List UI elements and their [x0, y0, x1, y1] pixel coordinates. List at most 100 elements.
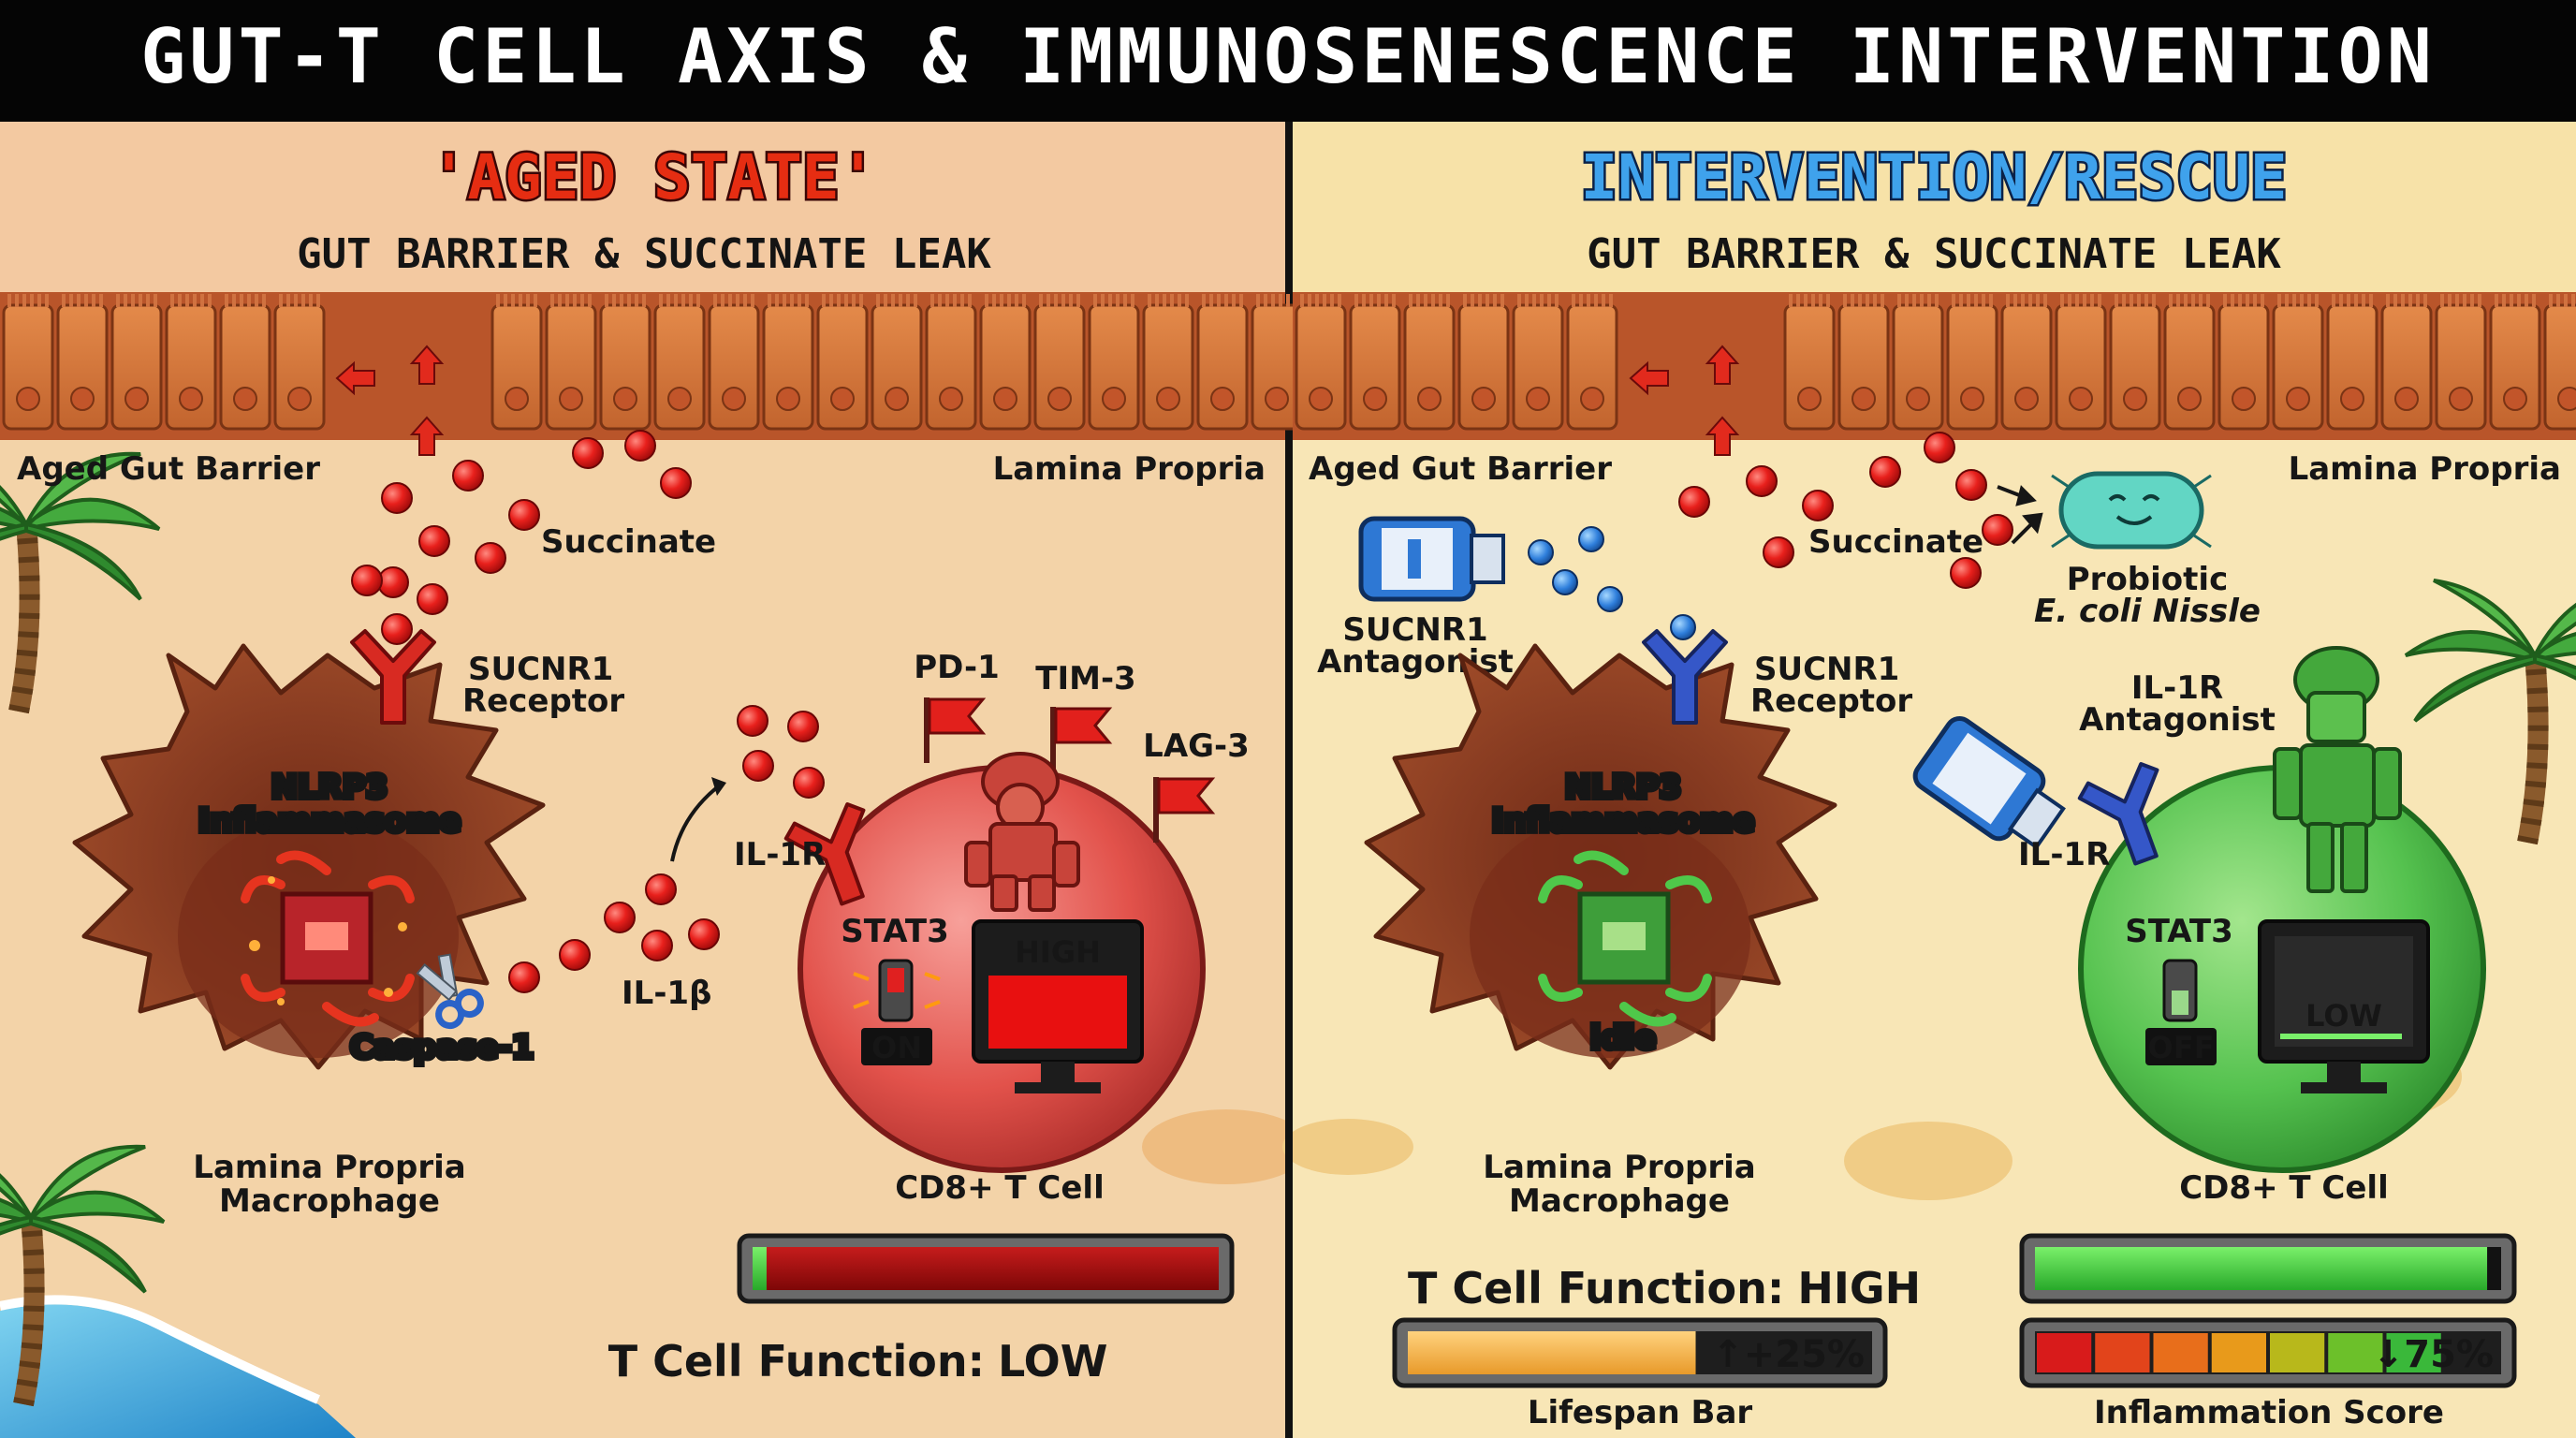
- inflammasome-chip-icon: [241, 850, 415, 1027]
- switch-icon: [2145, 959, 2217, 1065]
- succinate-molecule-icon: [660, 467, 692, 499]
- succinate-molecule-icon: [351, 565, 383, 596]
- il1r-label: IL-1R: [2018, 836, 2110, 873]
- epithelial-cell-icon: [1457, 294, 1510, 431]
- epithelial-cell-icon: [490, 294, 543, 431]
- antagonist-molecule-icon: [1578, 526, 1604, 552]
- antagonist1-label-line1: SUCNR1: [1342, 611, 1487, 649]
- epithelial-cell-icon: [871, 294, 923, 431]
- succinate-label: Succinate: [1808, 523, 1983, 561]
- tcell-function-bar: [737, 1233, 1235, 1304]
- dune-icon: [1282, 1119, 1413, 1175]
- epithelial-cell-icon: [1512, 294, 1564, 431]
- monitor-value: LOW: [2305, 998, 2382, 1034]
- antagonist-molecule-icon: [1528, 539, 1554, 565]
- soldier-icon: [2273, 646, 2402, 893]
- epithelial-cell-icon: [1783, 294, 1836, 431]
- soldier-icon: [964, 752, 1080, 912]
- monitor-icon: [2258, 919, 2430, 1093]
- drug-bottle-icon: [1358, 516, 1505, 602]
- epithelial-cell-icon: [1295, 294, 1347, 431]
- inflammation-segment: [2153, 1333, 2208, 1372]
- il1b-molecule-icon: [737, 705, 768, 737]
- inflammation-segment: [2444, 1333, 2499, 1372]
- il1r-label: IL-1R: [734, 836, 826, 873]
- epithelial-cell-icon: [2543, 294, 2576, 431]
- panel-divider: [1285, 122, 1293, 1438]
- epithelial-cell-icon: [273, 294, 326, 431]
- aged-state-subheading: GUT BARRIER & SUCCINATE LEAK: [297, 230, 991, 278]
- lifespan-change: ↑+25%: [1712, 1333, 1865, 1376]
- lamina-propria-label: Lamina Propria: [2289, 450, 2561, 488]
- tcell-function-value: LOW: [998, 1336, 1108, 1387]
- epithelial-cell-icon: [2, 294, 54, 431]
- succinate-molecule-icon: [381, 613, 413, 645]
- inflammasome-chip-icon: [1538, 850, 1712, 1027]
- epithelial-cell-icon: [2055, 294, 2107, 431]
- aged-gut-barrier: [0, 292, 1303, 440]
- il1b-molecule-icon: [787, 711, 819, 742]
- tcell-label: CD8+ T Cell: [895, 1169, 1105, 1207]
- succinate-molecule-icon: [452, 460, 484, 492]
- rescue-subheading: GUT BARRIER & SUCCINATE LEAK: [1587, 230, 2281, 278]
- epithelial-cell-icon: [925, 294, 977, 431]
- epithelial-cell-icon: [2217, 294, 2270, 431]
- epithelial-cell-icon: [1837, 294, 1890, 431]
- caspase-label: Caspase-1: [350, 1029, 534, 1066]
- stat3-switch-state: OFF: [2148, 1030, 2215, 1065]
- arrow-icon: [1997, 485, 2043, 545]
- succinate-molecule-icon: [418, 525, 450, 557]
- stat3-switch-state: ON: [871, 1030, 922, 1065]
- epithelial-cell-icon: [165, 294, 217, 431]
- inflammasome-label: Inflammasome: [1492, 802, 1755, 840]
- sucnr1-label: SUCNR1: [1754, 651, 1899, 688]
- epithelial-cell-icon: [1033, 294, 1086, 431]
- stat3-label: STAT3: [841, 913, 949, 950]
- aged-gut-barrier-label: Aged Gut Barrier: [17, 450, 320, 488]
- il1b-molecule-icon: [793, 767, 825, 799]
- epithelial-cell-icon: [2326, 294, 2378, 431]
- epithelial-cell-icon: [1196, 294, 1249, 431]
- epithelial-cell-icon: [979, 294, 1032, 431]
- epithelial-cell-icon: [2489, 294, 2541, 431]
- succinate-molecule-icon: [508, 499, 540, 531]
- probiotic-bacterium-icon: [2051, 471, 2212, 550]
- succinate-molecule-icon: [1950, 557, 1982, 589]
- receptor-label: Receptor: [462, 682, 624, 720]
- lifespan-bar: [1392, 1317, 1888, 1388]
- lag3-label: LAG-3: [1143, 727, 1250, 765]
- epithelial-cell-icon: [762, 294, 814, 431]
- antagonist-molecule-icon: [1552, 569, 1578, 595]
- il1b-molecule-icon: [641, 930, 673, 961]
- leak-arrows: [335, 345, 445, 456]
- rescue-gut-barrier: [1293, 292, 2576, 440]
- monitor-icon: [972, 919, 1144, 1093]
- macrophage-label-line1: Lamina Propria: [1483, 1149, 1755, 1186]
- switch-icon: [853, 959, 941, 1065]
- lamina-propria-label: Lamina Propria: [993, 450, 1266, 488]
- epithelial-cell-icon: [545, 294, 597, 431]
- tim3-label: TIM-3: [1035, 660, 1135, 697]
- probiotic-label-line1: Probiotic: [2067, 561, 2228, 598]
- page-title: GUT-T CELL AXIS & IMMUNOSENESCENCE INTER…: [140, 13, 2436, 100]
- epithelial-cell-icon: [1142, 294, 1194, 431]
- nlrp3-label: NLRP3: [1565, 769, 1682, 806]
- epithelial-cell-icon: [1403, 294, 1456, 431]
- leak-arrows: [1629, 345, 1740, 456]
- epithelial-cell-icon: [1566, 294, 1618, 431]
- succinate-label: Succinate: [541, 523, 716, 561]
- il1b-molecule-icon: [559, 939, 591, 971]
- epithelial-cell-icon: [1892, 294, 1944, 431]
- lifespan-label: Lifespan Bar: [1528, 1394, 1753, 1431]
- succinate-molecule-icon: [572, 437, 604, 469]
- macrophage-label-line1: Lamina Propria: [193, 1149, 465, 1186]
- epithelial-cell-icon: [599, 294, 651, 431]
- tcell-function-value: HIGH: [1797, 1263, 1921, 1313]
- epithelial-cell-icon: [708, 294, 760, 431]
- tcell-function-label: T Cell Function:: [1408, 1263, 1784, 1313]
- aged-state-heading: 'AGED STATE': [431, 141, 877, 213]
- epithelial-cell-icon: [56, 294, 109, 431]
- tcell-function-bar: [2019, 1233, 2517, 1304]
- inflammation-segment: [2270, 1333, 2325, 1372]
